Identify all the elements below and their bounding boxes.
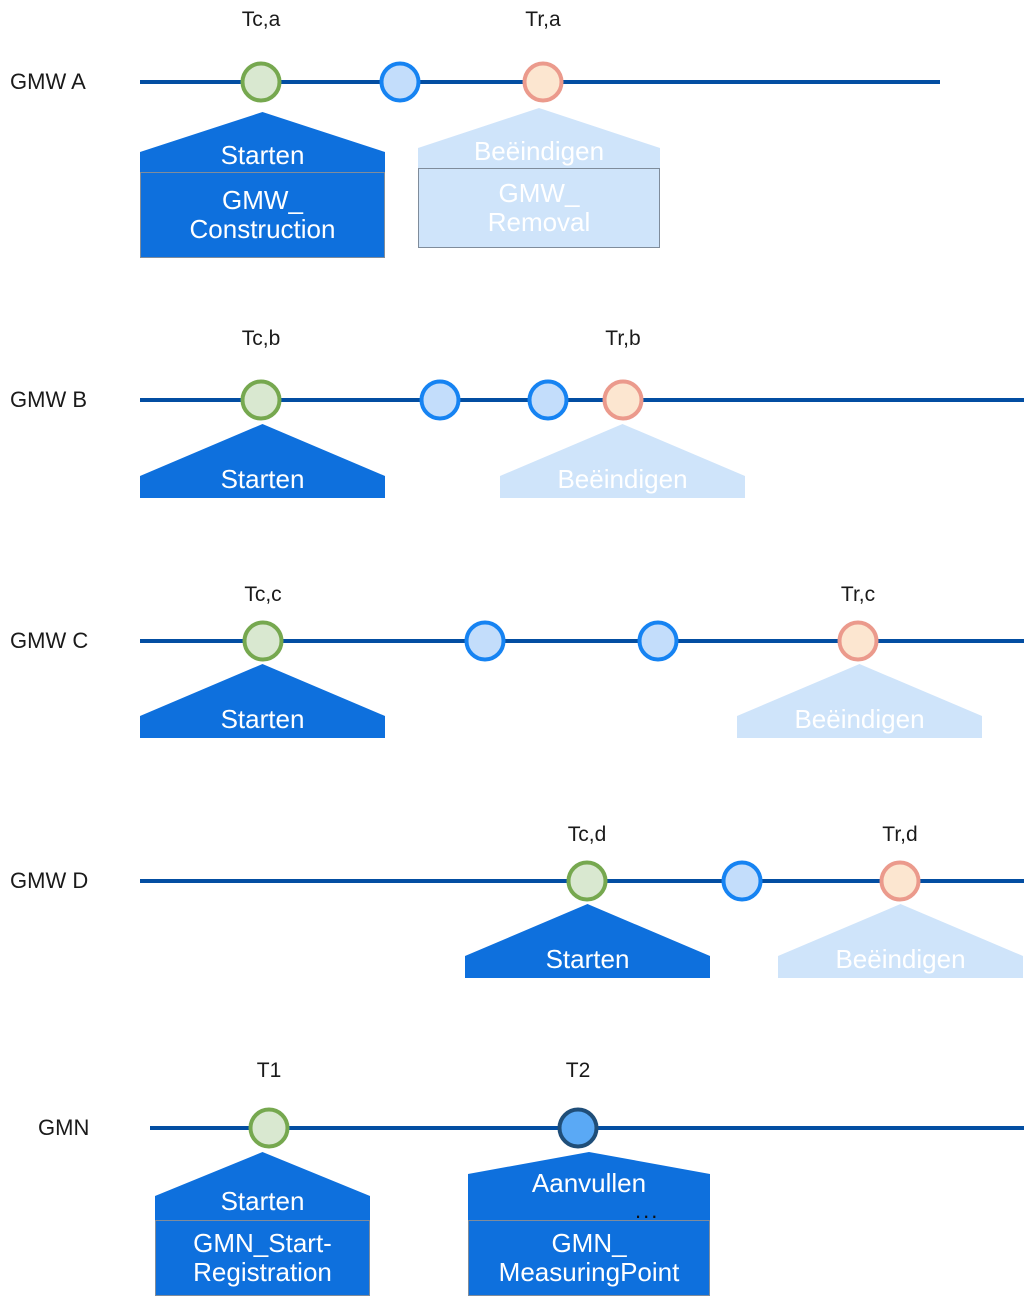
callout-gmw-c-end[interactable]: Beëindigen xyxy=(737,664,982,738)
callout-body-label: GMW_ Construction xyxy=(189,184,336,244)
row-label-gmw-a: GMW A xyxy=(10,69,86,94)
callout-gmn-start[interactable]: Starten GMN_Start- Registration xyxy=(155,1152,370,1296)
callout-roof xyxy=(500,424,745,498)
callout-roof xyxy=(140,424,385,498)
tick-label-tc-b: Tc,b xyxy=(241,327,281,350)
node-gmw-c-removal[interactable] xyxy=(837,620,879,662)
node-gmw-b-construction[interactable] xyxy=(240,379,282,421)
node-gmw-b-removal[interactable] xyxy=(602,379,644,421)
callout-roof xyxy=(737,664,982,738)
tick-label-tc-c: Tc,c xyxy=(244,583,282,606)
node-gmw-c-construction[interactable] xyxy=(242,620,284,662)
node-gmw-d-intermediate-1[interactable] xyxy=(721,860,763,902)
callout-roof xyxy=(465,904,710,978)
timeline-axis-gmw-c xyxy=(140,639,1024,643)
callout-body: GMW_ Construction xyxy=(140,172,385,258)
callout-gmw-b-start[interactable]: Starten xyxy=(140,424,385,498)
tick-label-tr-b: Tr,b xyxy=(605,327,641,350)
tick-label-tr-d: Tr,d xyxy=(882,823,918,846)
tick-label-tc-a: Tc,a xyxy=(241,8,281,31)
row-label-gmw-c: GMW C xyxy=(10,628,89,653)
callout-gmw-b-end[interactable]: Beëindigen xyxy=(500,424,745,498)
callout-body-label: GMN_Start- Registration xyxy=(193,1227,332,1287)
row-label-gmn: GMN xyxy=(38,1115,90,1140)
callout-roof xyxy=(418,108,660,168)
callout-ellipsis: ... xyxy=(635,1198,660,1223)
callout-gmw-c-start[interactable]: Starten xyxy=(140,664,385,738)
callout-gmn-supplement[interactable]: Aanvullen ... GMN_ MeasuringPoint xyxy=(468,1152,710,1296)
node-gmw-d-removal[interactable] xyxy=(879,860,921,902)
tick-label-tr-c: Tr,c xyxy=(840,583,876,606)
callout-roof xyxy=(155,1152,370,1220)
node-gmw-a-intermediate-1[interactable] xyxy=(379,61,421,103)
callout-roof xyxy=(468,1152,710,1220)
row-label-gmw-d: GMW D xyxy=(10,868,89,893)
tick-label-tc-d: Tc,d xyxy=(567,823,607,846)
callout-roof xyxy=(140,112,385,172)
callout-roof xyxy=(778,904,1023,978)
tick-label-tr-a: Tr,a xyxy=(525,8,561,31)
node-gmn-measuring-point[interactable] xyxy=(557,1107,599,1149)
callout-body-label: GMW_ Removal xyxy=(487,177,591,237)
node-gmw-c-intermediate-2[interactable] xyxy=(637,620,679,662)
node-gmw-b-intermediate-2[interactable] xyxy=(527,379,569,421)
callout-gmw-a-end[interactable]: Beëindigen GMW_ Removal xyxy=(418,108,660,248)
callout-gmw-a-start[interactable]: Starten GMW_ Construction xyxy=(140,112,385,258)
node-gmw-a-construction[interactable] xyxy=(240,61,282,103)
callout-gmw-d-end[interactable]: Beëindigen xyxy=(778,904,1023,978)
tick-label-t2: T2 xyxy=(565,1059,591,1082)
node-gmw-c-intermediate-1[interactable] xyxy=(464,620,506,662)
timeline-axis-gmw-b xyxy=(140,398,1024,402)
callout-body: GMW_ Removal xyxy=(418,168,660,248)
callout-body: GMN_ MeasuringPoint xyxy=(468,1220,710,1296)
row-label-gmw-b: GMW B xyxy=(10,387,87,412)
callout-gmw-d-start[interactable]: Starten xyxy=(465,904,710,978)
node-gmw-a-removal[interactable] xyxy=(522,61,564,103)
tick-label-t1: T1 xyxy=(256,1059,282,1082)
node-gmw-b-intermediate-1[interactable] xyxy=(419,379,461,421)
callout-roof xyxy=(140,664,385,738)
node-gmw-d-construction[interactable] xyxy=(566,860,608,902)
callout-body: GMN_Start- Registration xyxy=(155,1220,370,1296)
callout-body-label: GMN_ MeasuringPoint xyxy=(498,1227,680,1287)
node-gmn-start-registration[interactable] xyxy=(248,1107,290,1149)
